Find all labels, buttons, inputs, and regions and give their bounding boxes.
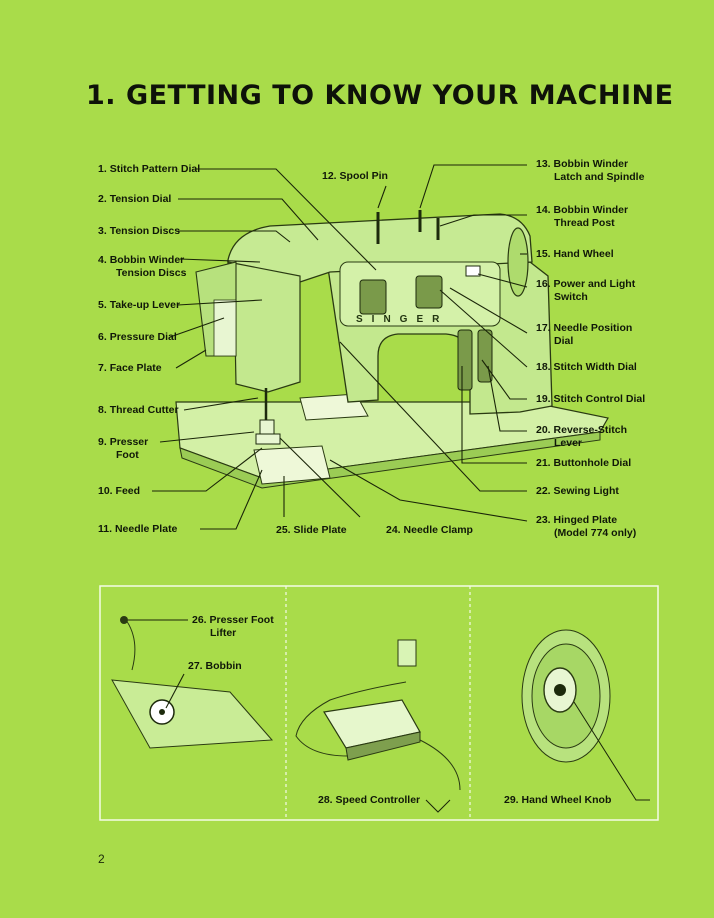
label-slide-plate: 25. Slide Plate (276, 524, 347, 536)
label-sewing-light: 22. Sewing Light (536, 485, 619, 497)
label-tension-dial: 2. Tension Dial (98, 193, 172, 205)
label-hinged-plate: 23. Hinged Plate(Model 774 only) (536, 514, 637, 539)
machine-brand-logo: SINGER (356, 314, 448, 325)
label-stitch-pattern-dial: 1. Stitch Pattern Dial (98, 163, 201, 175)
page-title: 1. GETTING TO KNOW YOUR MACHINE (86, 80, 674, 111)
label-thread-cutter: 8. Thread Cutter (98, 404, 179, 416)
page-number: 2 (98, 852, 105, 866)
label-bobbin: 27. Bobbin (188, 660, 242, 672)
label-needle-clamp: 24. Needle Clamp (386, 524, 473, 536)
label-stitch-width-dial: 18. Stitch Width Dial (536, 361, 637, 373)
label-spool-pin: 12. Spool Pin (322, 170, 388, 182)
label-feed: 10. Feed (98, 485, 141, 497)
label-speed-controller: 28. Speed Controller (318, 794, 421, 806)
label-pressure-dial: 6. Pressure Dial (98, 331, 177, 343)
label-hand-wheel-knob: 29. Hand Wheel Knob (504, 794, 612, 806)
label-needle-plate: 11. Needle Plate (98, 523, 178, 535)
label-tension-discs: 3. Tension Discs (98, 225, 181, 237)
label-stitch-control-dial: 19. Stitch Control Dial (536, 393, 646, 405)
label-take-up-lever: 5. Take-up Lever (98, 299, 181, 311)
label-hand-wheel: 15. Hand Wheel (536, 248, 614, 260)
label-buttonhole-dial: 21. Buttonhole Dial (536, 457, 632, 469)
label-face-plate: 7. Face Plate (98, 362, 162, 374)
